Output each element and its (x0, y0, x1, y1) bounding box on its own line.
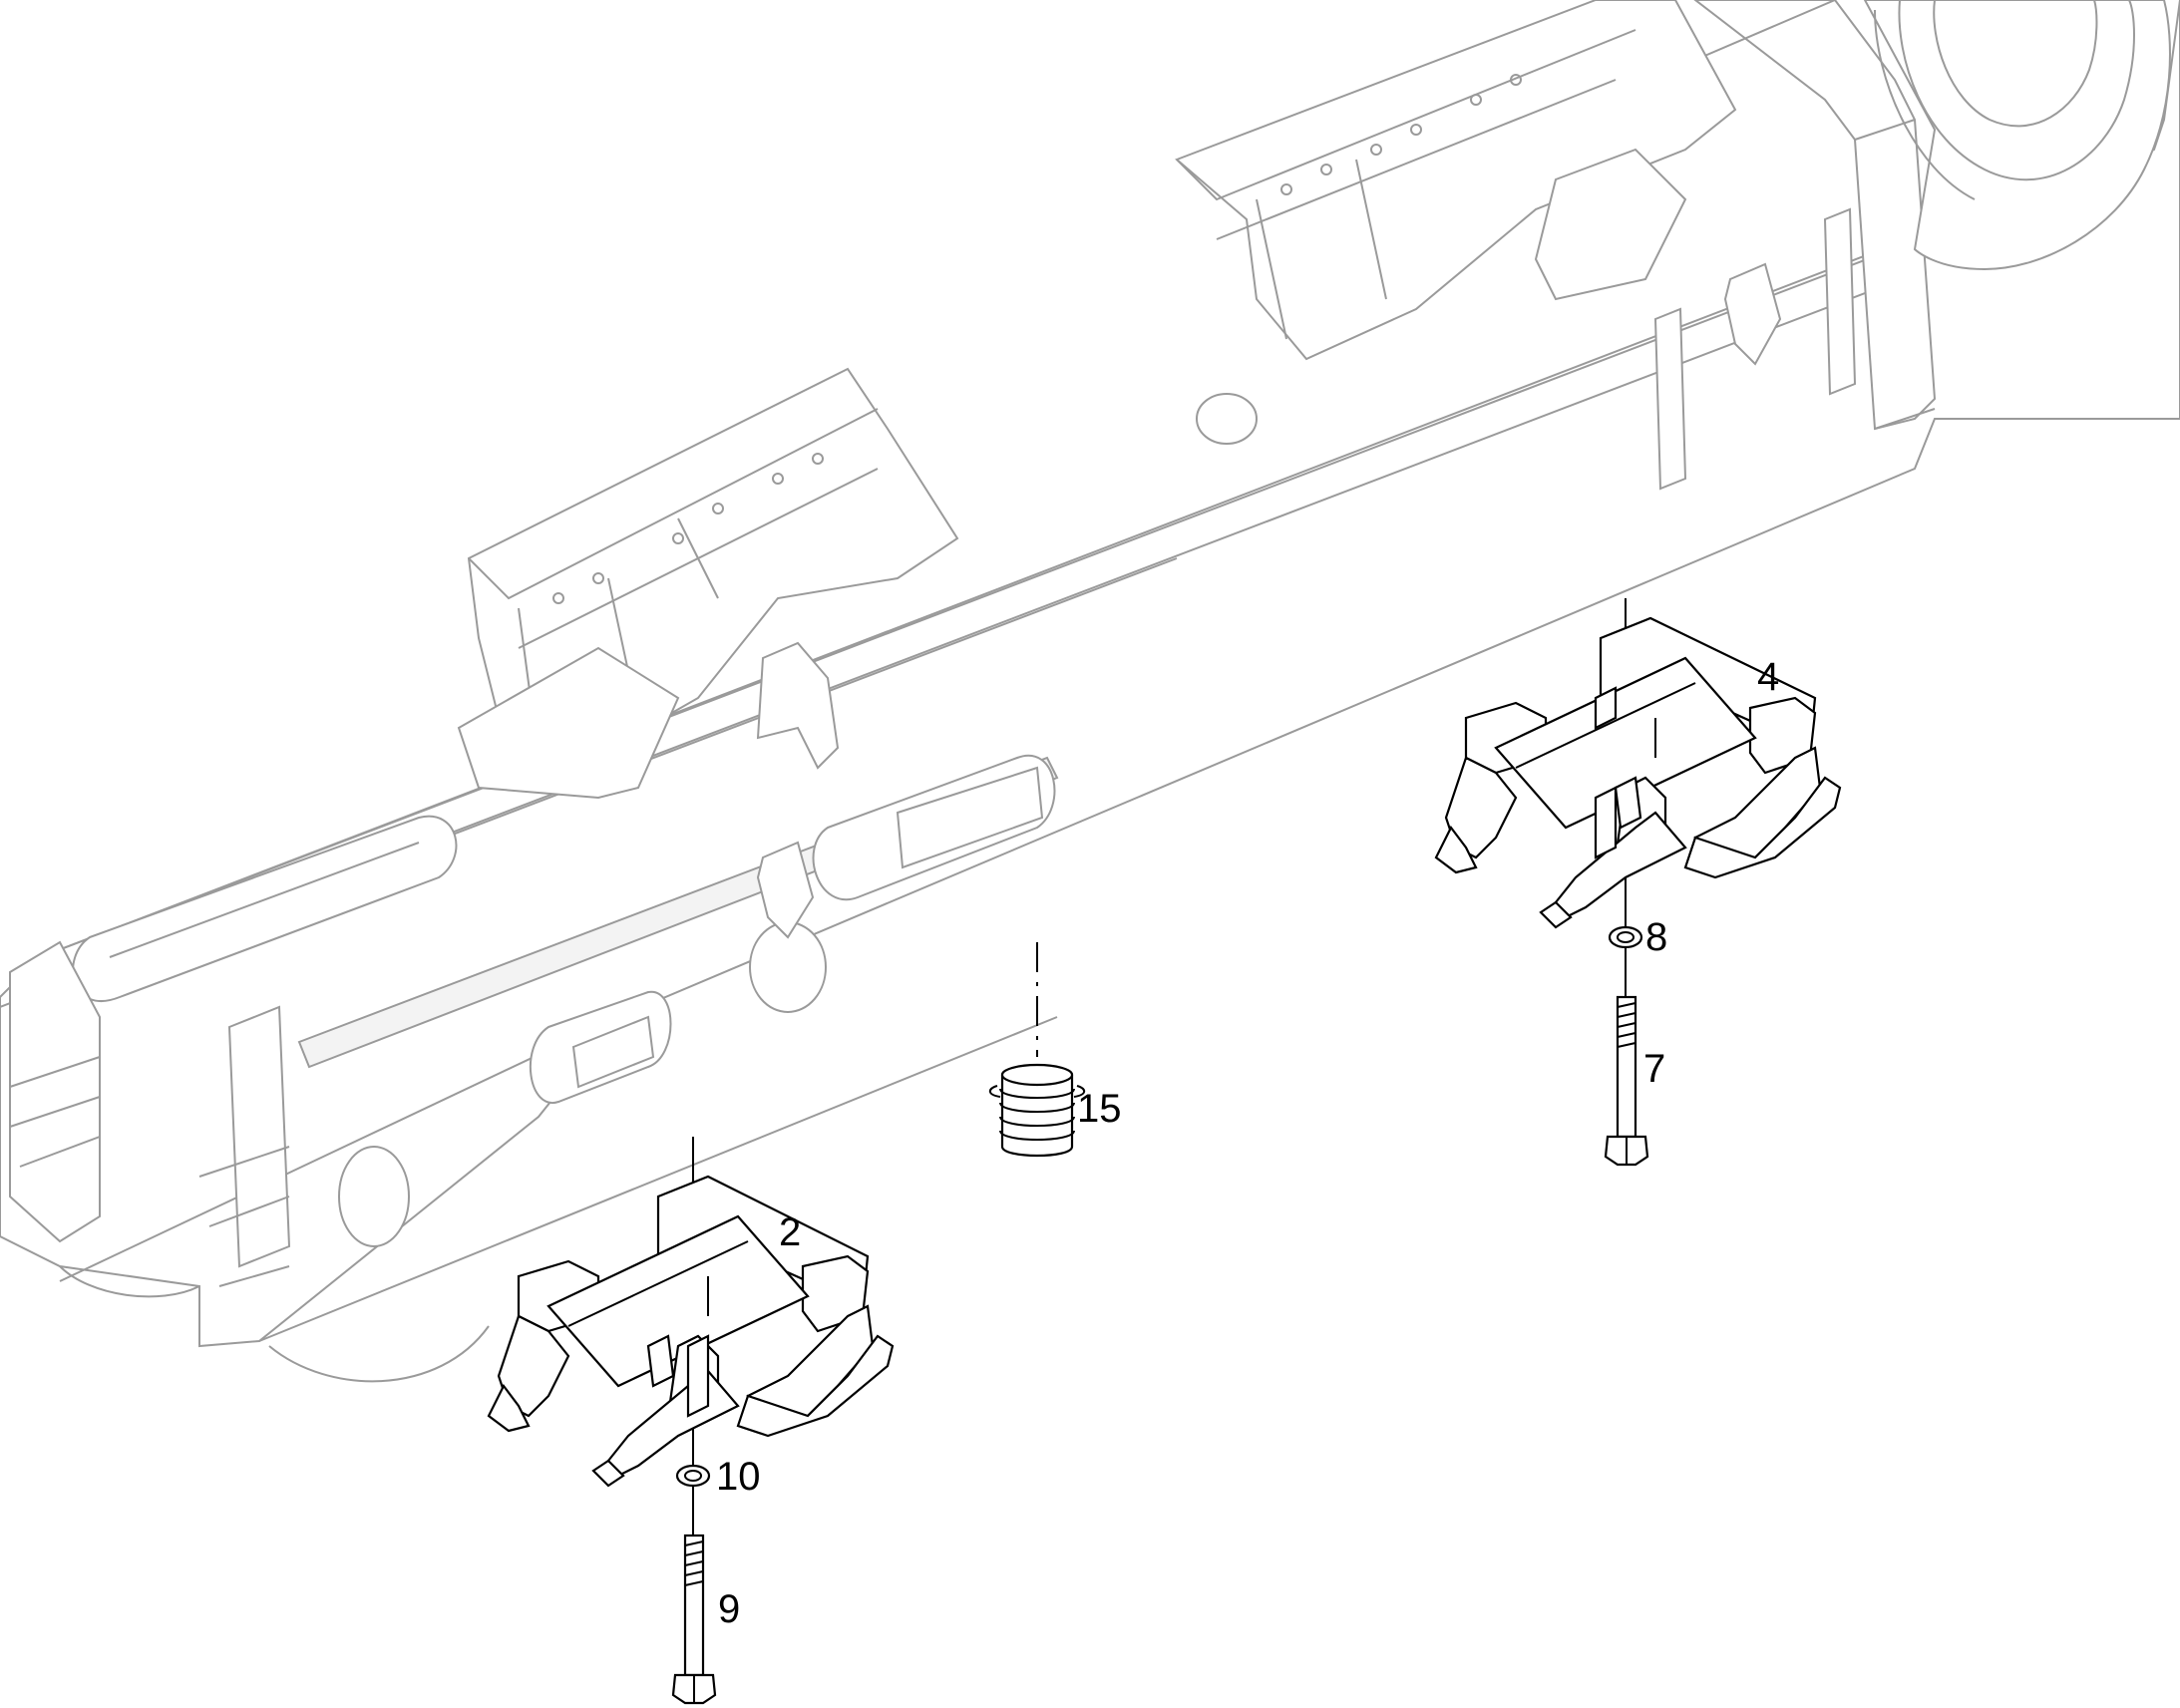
upper-bracket-right (1175, 0, 1737, 361)
track-guard-part-2 (487, 1175, 895, 1488)
washer-part-8 (1608, 925, 1643, 949)
idler-wheel (1863, 0, 2171, 271)
rubber-buffer-part-15 (988, 1063, 1086, 1158)
callout-label-7: 7 (1643, 1047, 1665, 1091)
callout-label-2: 2 (779, 1210, 801, 1254)
bolt-part-9 (671, 1534, 717, 1705)
washer-part-10 (675, 1464, 711, 1488)
track-guard-part-4 (1434, 616, 1842, 929)
callout-label-8: 8 (1645, 915, 1667, 959)
callout-label-4: 4 (1757, 655, 1779, 699)
callout-label-10: 10 (716, 1455, 761, 1499)
bolt-part-7 (1604, 995, 1649, 1167)
track-frame (0, 0, 2180, 1383)
upper-bracket-left (457, 367, 959, 800)
callout-label-9: 9 (718, 1587, 740, 1631)
callout-label-15: 15 (1077, 1087, 1122, 1131)
callout-labels: 2 4 7 8 9 10 15 (716, 655, 1779, 1631)
